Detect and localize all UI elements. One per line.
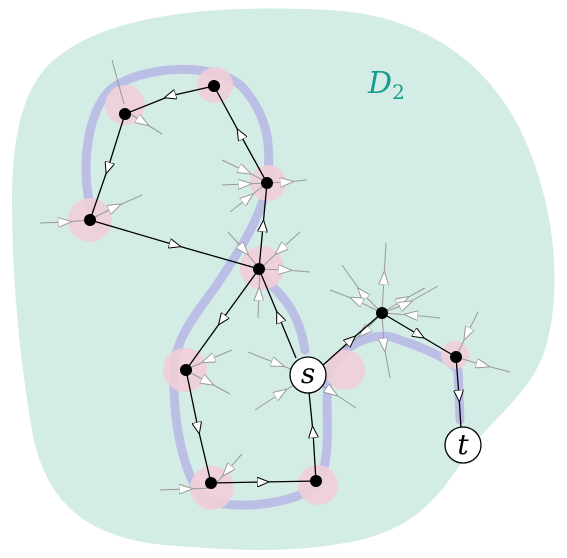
vertex <box>376 307 388 319</box>
region-d2 <box>12 8 555 551</box>
source-node: s <box>289 356 327 394</box>
region-subscript: 2 <box>392 80 405 104</box>
vertex <box>84 214 96 226</box>
vertices <box>84 80 462 489</box>
vertex <box>310 475 322 487</box>
region-label: D2 <box>367 66 405 104</box>
vertex <box>205 477 217 489</box>
region-name: D <box>367 66 392 101</box>
vertex <box>119 108 131 120</box>
source-label: s <box>301 357 315 390</box>
vertex <box>450 351 462 363</box>
edges <box>89 85 461 483</box>
vertex <box>261 177 273 189</box>
target-label: t <box>457 428 469 461</box>
vertex <box>253 263 265 275</box>
vertex <box>180 364 192 376</box>
target-node: t <box>444 426 482 464</box>
vertex <box>208 80 220 92</box>
